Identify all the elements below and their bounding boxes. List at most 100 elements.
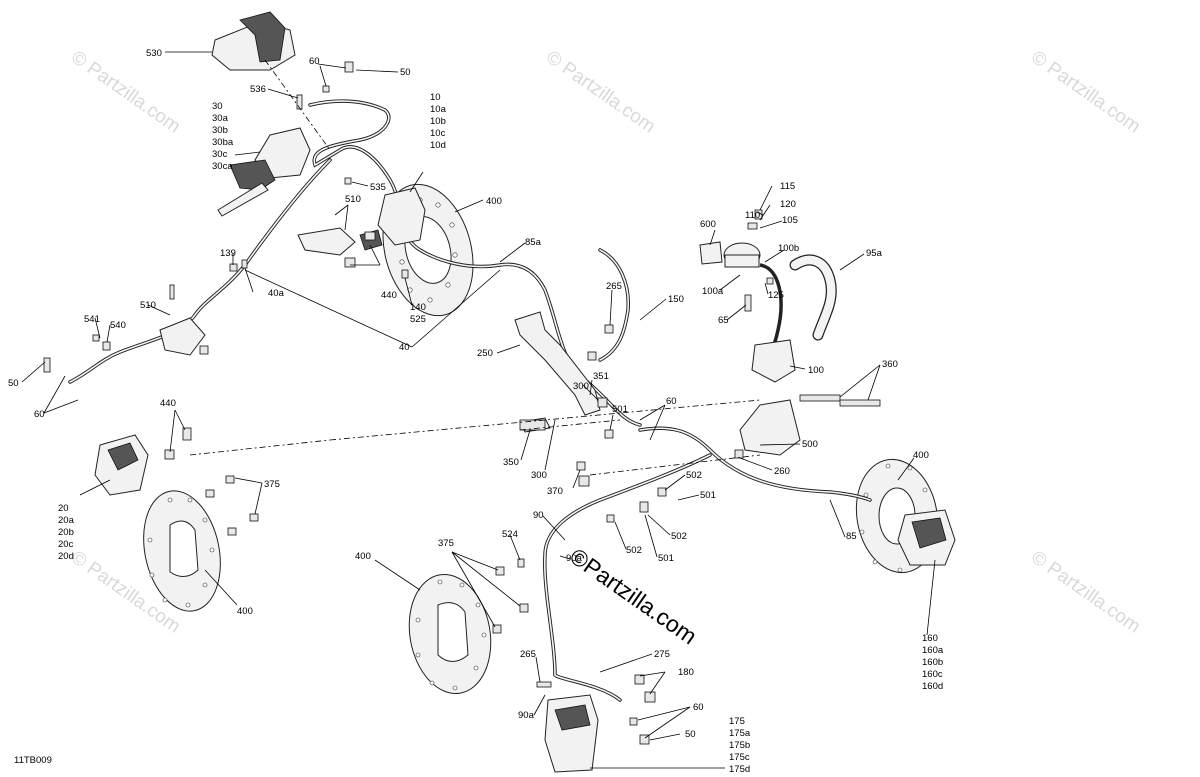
label-160b: 160b: [922, 657, 943, 668]
caliper-160: [897, 509, 956, 566]
label-30b: 30b: [212, 125, 228, 136]
watermark: © Partzilla.com: [67, 47, 184, 138]
label-180: 180: [678, 667, 694, 678]
label-175d: 175d: [729, 764, 750, 775]
label-400: 400: [486, 196, 502, 207]
label-60: 60: [309, 56, 320, 67]
label-351: 351: [593, 371, 609, 382]
label-375: 375: [264, 479, 280, 490]
label-139: 139: [220, 248, 236, 259]
label-500: 500: [802, 439, 818, 450]
label-501: 501: [612, 404, 628, 415]
label-20b: 20b: [58, 527, 74, 538]
label-375: 375: [438, 538, 454, 549]
label-536: 536: [250, 84, 266, 95]
label-90a: 90a: [518, 710, 535, 721]
label-400: 400: [913, 450, 929, 461]
label-85: 85: [846, 531, 857, 542]
brake-disc-front-left: [143, 490, 221, 612]
label-50: 50: [8, 378, 19, 389]
caliper-175: [544, 694, 599, 773]
label-275: 275: [654, 649, 670, 660]
bracket-530: [211, 11, 296, 71]
label-10c: 10c: [430, 128, 446, 139]
label-115: 115: [780, 181, 795, 192]
label-100b: 100b: [778, 243, 799, 254]
small-hardware: [43, 61, 881, 745]
watermark: © Partzilla.com: [542, 47, 659, 138]
label-30c: 30c: [212, 149, 228, 160]
label-60: 60: [34, 409, 45, 420]
label-20: 20: [58, 503, 69, 514]
label-95a: 95a: [866, 248, 883, 259]
label-105: 105: [782, 215, 798, 226]
label-30ca: 30ca: [212, 161, 233, 172]
front-caliper-10: [359, 187, 426, 251]
label-60: 60: [666, 396, 677, 407]
bracket-500: [739, 399, 801, 456]
leader-lines: [21, 51, 936, 769]
label-535: 535: [370, 182, 386, 193]
label-100a: 100a: [702, 286, 724, 297]
bracket-510-upper: [297, 227, 356, 256]
label-501: 501: [658, 553, 674, 564]
caliper-20: [94, 434, 149, 496]
label-440: 440: [381, 290, 397, 301]
label-40a: 40a: [268, 288, 285, 299]
label-30: 30: [212, 101, 223, 112]
label-370: 370: [547, 486, 563, 497]
label-40: 40: [399, 342, 410, 353]
watermark: © Partzilla.com: [1027, 547, 1144, 638]
label-300: 300: [531, 470, 547, 481]
label-90: 90: [533, 510, 544, 521]
label-540: 540: [110, 320, 126, 331]
label-20c: 20c: [58, 539, 74, 550]
label-350: 350: [503, 457, 519, 468]
label-140: 140: [410, 302, 426, 313]
watermark-main: ©Partzilla.com: [565, 543, 702, 650]
label-265: 265: [520, 649, 536, 660]
label-175: 175: [729, 716, 745, 727]
label-65: 65: [718, 315, 729, 326]
diagram-code: 11TB009: [14, 755, 52, 766]
label-60: 60: [693, 702, 704, 713]
label-524: 524: [502, 529, 518, 540]
label-440: 440: [160, 398, 176, 409]
dashed-references: [189, 59, 761, 476]
label-250: 250: [477, 348, 493, 359]
label-100: 100: [808, 365, 824, 376]
label-30a: 30a: [212, 113, 229, 124]
label-50: 50: [400, 67, 411, 78]
watermark: © Partzilla.com: [1027, 47, 1144, 138]
label-160: 160: [922, 633, 938, 644]
label-10a: 10a: [430, 104, 447, 115]
label-360: 360: [882, 359, 898, 370]
label-510: 510: [345, 194, 361, 205]
label-510: 510: [140, 300, 156, 311]
label-85a: 85a: [525, 237, 542, 248]
label-160d: 160d: [922, 681, 943, 692]
label-10d: 10d: [430, 140, 446, 151]
label-175c: 175c: [729, 752, 750, 763]
label-501: 501: [700, 490, 716, 501]
part-labels: 530 60 50 536 30 30a 30b 30ba 30c 30ca 1…: [8, 48, 944, 775]
label-502: 502: [626, 545, 642, 556]
label-525: 525: [410, 314, 426, 325]
label-110: 110: [745, 210, 760, 221]
label-160c: 160c: [922, 669, 943, 680]
label-175b: 175b: [729, 740, 750, 751]
label-160a: 160a: [922, 645, 944, 656]
label-90a: 90a: [566, 553, 583, 564]
label-530: 530: [146, 48, 162, 59]
label-20d: 20d: [58, 551, 74, 562]
master-cylinder-30: [217, 127, 311, 217]
label-30ba: 30ba: [212, 137, 234, 148]
label-20a: 20a: [58, 515, 75, 526]
label-175a: 175a: [729, 728, 751, 739]
label-120: 120: [780, 199, 796, 210]
label-502: 502: [671, 531, 687, 542]
label-265: 265: [606, 281, 622, 292]
label-10: 10: [430, 92, 441, 103]
label-125: 125: [768, 290, 784, 301]
